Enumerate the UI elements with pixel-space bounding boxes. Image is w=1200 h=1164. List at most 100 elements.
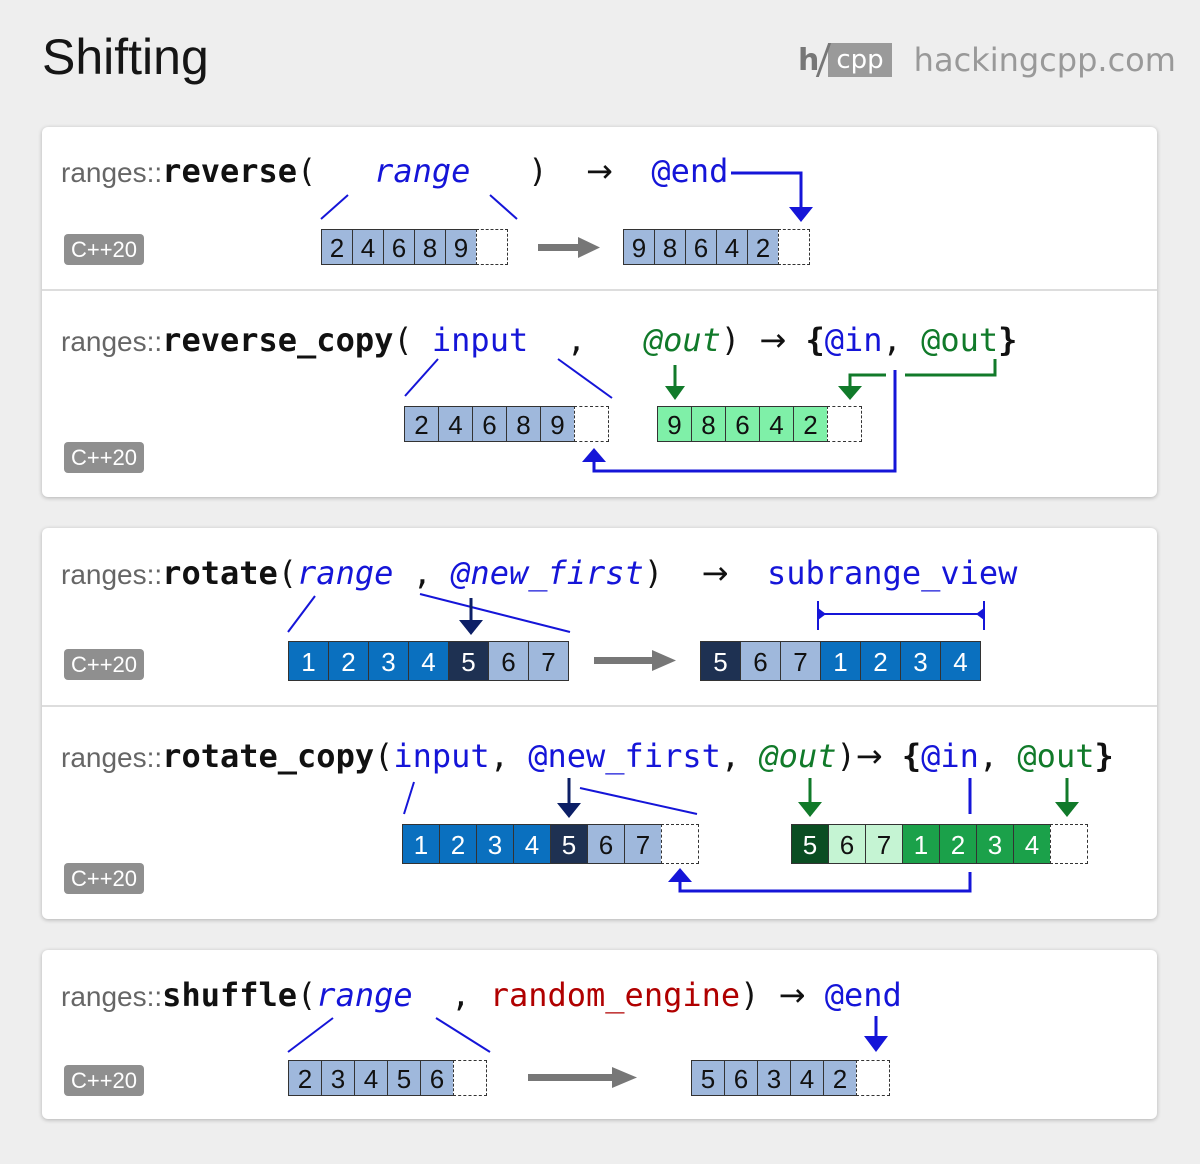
caret-left-icon	[976, 608, 984, 620]
cpp20-badge: C++20	[64, 1065, 144, 1096]
cell: 6	[383, 229, 415, 265]
card-shuffle	[42, 950, 1157, 1119]
brace-open: {	[901, 737, 922, 775]
namespace: ranges::	[61, 559, 163, 590]
in-pointer-line	[678, 872, 972, 893]
cell: 7	[624, 824, 662, 864]
cpp20-badge: C++20	[64, 442, 144, 473]
arrow-right-icon: →	[855, 737, 883, 775]
reverse-signature: ranges::reverse( range ) → @end	[61, 152, 728, 190]
cell: 8	[691, 406, 726, 442]
cell: 5	[700, 641, 741, 681]
rotate-copy-signature: ranges::rotate_copy(input, @new_first, @…	[61, 737, 1114, 775]
end-cell	[778, 229, 810, 265]
end-cell	[856, 1060, 890, 1096]
cell: 7	[780, 641, 821, 681]
cell: 4	[790, 1060, 824, 1096]
param-input: input	[431, 321, 529, 359]
reverse-output-cells: 9 8 6 4 2	[623, 229, 810, 265]
transform-arrow-icon	[612, 1067, 637, 1088]
paren-open: (	[297, 152, 317, 190]
cell: 9	[623, 229, 655, 265]
range-bracket-line	[489, 194, 518, 220]
rotate-copy-input-cells: 1 2 3 4 5 6 7	[402, 824, 699, 864]
transform-arrow-shaft	[594, 657, 656, 664]
out-pointer-line	[905, 359, 997, 377]
end-cell	[827, 406, 862, 442]
site-name: hackingcpp.com	[913, 41, 1176, 79]
cell: 8	[506, 406, 541, 442]
cpp20-badge: C++20	[64, 234, 144, 265]
page-title: Shifting	[42, 29, 209, 85]
caret-right-icon	[818, 608, 826, 620]
divider	[42, 289, 1157, 291]
function-name: reverse	[162, 152, 298, 190]
namespace: ranges::	[61, 326, 163, 357]
cell: 4	[759, 406, 794, 442]
brace-open: {	[805, 321, 825, 359]
reverse-input-cells: 2 4 6 8 9	[321, 229, 508, 265]
cell: 3	[757, 1060, 791, 1096]
arrow-up-icon	[668, 868, 692, 882]
shuffle-output-cells: 5 6 3 4 2	[691, 1060, 890, 1096]
cell: 6	[488, 641, 529, 681]
arrow-right-icon: →	[759, 321, 787, 359]
cell: 3	[476, 824, 514, 864]
cell: 7	[528, 641, 569, 681]
cell: 4	[1013, 824, 1051, 864]
range-bracket-line	[435, 1017, 491, 1053]
transform-arrow-shaft	[538, 244, 582, 251]
function-name: rotate	[162, 554, 278, 592]
cell: 2	[747, 229, 779, 265]
cell: 2	[404, 406, 439, 442]
cell: 1	[820, 641, 861, 681]
site-logo[interactable]: h cpp hackingcpp.com	[798, 40, 1176, 80]
function-name: reverse_copy	[162, 321, 394, 359]
paren-close: )	[528, 152, 548, 190]
logo-h: h	[798, 42, 820, 78]
cell: 6	[740, 641, 781, 681]
in-pointer-line	[592, 370, 897, 473]
param-range: range	[316, 976, 413, 1014]
input-bracket-line	[403, 781, 415, 815]
return-subrange-view: subrange_view	[766, 554, 1018, 592]
cell: 4	[940, 641, 981, 681]
param-input: input	[393, 737, 490, 775]
arrow-right-icon: →	[701, 554, 729, 592]
namespace: ranges::	[61, 157, 163, 188]
shuffle-signature: ranges::shuffle(range , random_engine) →…	[61, 976, 902, 1014]
function-name: shuffle	[162, 976, 298, 1014]
rotate-copy-output-cells: 5 6 7 1 2 3 4	[791, 824, 1088, 864]
return-out: @out	[1017, 737, 1095, 775]
comma: ,	[882, 321, 902, 359]
arrow-right-icon: →	[778, 976, 806, 1014]
return-end: @end	[651, 152, 729, 190]
range-bracket-line	[419, 593, 571, 633]
cell: 4	[438, 406, 473, 442]
reverse-copy-output-cells: 9 8 6 4 2	[657, 406, 862, 442]
rotate-output-cells: 5 6 7 1 2 3 4	[700, 641, 981, 681]
arrow-down-icon	[838, 386, 862, 400]
paren-close: )	[836, 737, 856, 775]
transform-arrow-shaft	[528, 1074, 616, 1081]
cell: 1	[288, 641, 329, 681]
cell: 5	[550, 824, 588, 864]
cpp20-badge: C++20	[64, 863, 144, 894]
arrow-up-icon	[582, 448, 606, 462]
comma: ,	[720, 737, 741, 775]
cell: 2	[823, 1060, 857, 1096]
paren-open: (	[277, 554, 298, 592]
transform-arrow-icon	[652, 650, 676, 671]
rotate-input-cells: 1 2 3 4 5 6 7	[288, 641, 569, 681]
cell: 1	[402, 824, 440, 864]
end-cell	[661, 824, 699, 864]
paren-open: (	[374, 737, 394, 775]
transform-arrow-icon	[578, 237, 600, 258]
cell: 5	[387, 1060, 421, 1096]
return-end: @end	[824, 976, 902, 1014]
reverse-copy-input-cells: 2 4 6 8 9	[404, 406, 609, 442]
paren-open: (	[297, 976, 317, 1014]
cell: 2	[288, 1060, 322, 1096]
cell: 5	[691, 1060, 725, 1096]
arrow-down-icon	[665, 386, 685, 400]
